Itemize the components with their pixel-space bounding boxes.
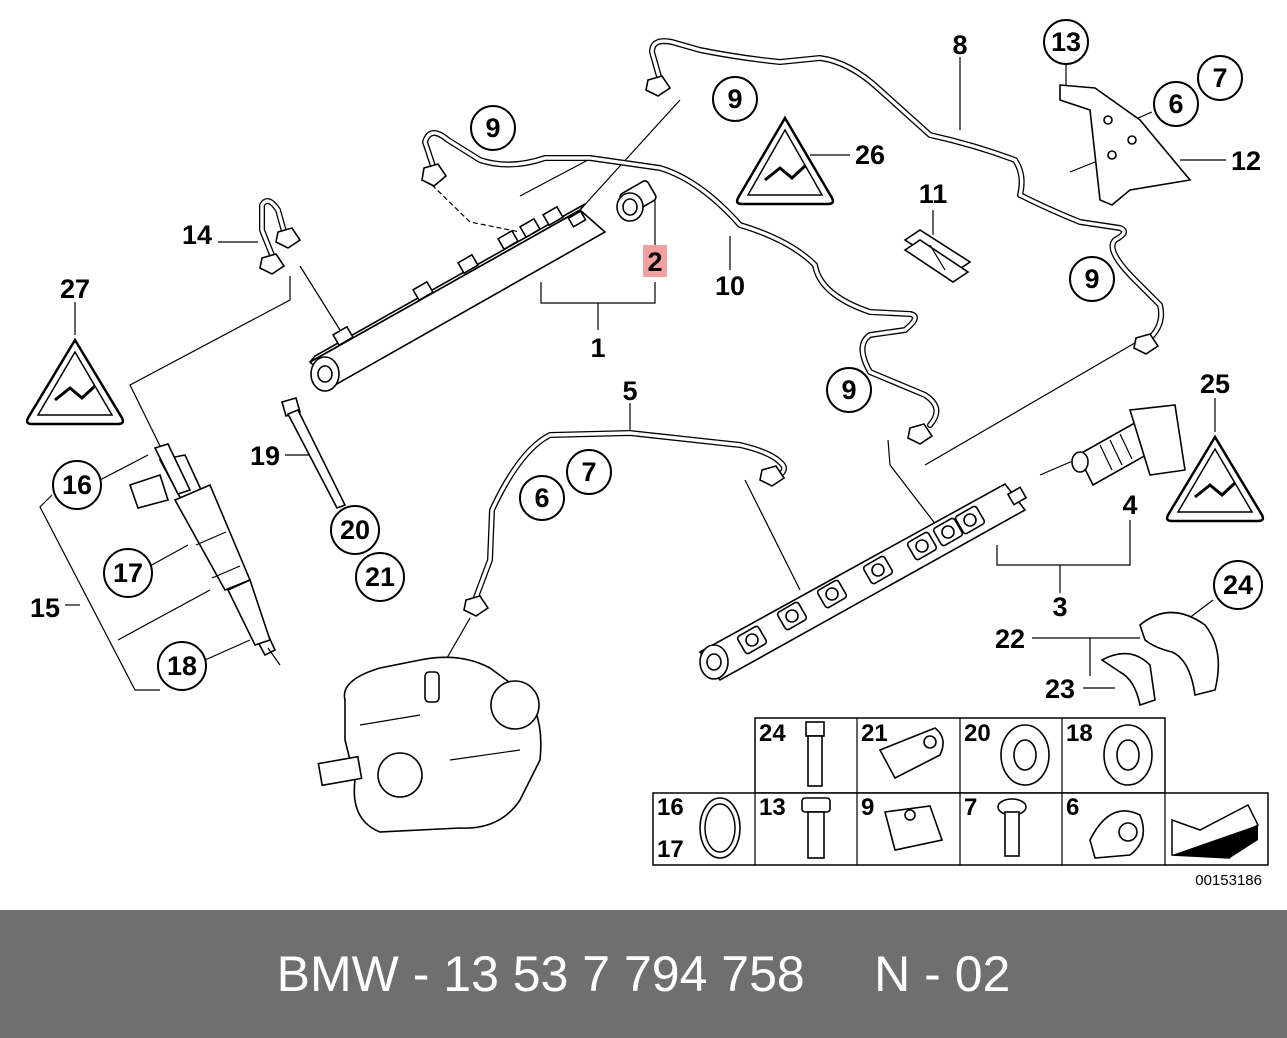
bolt-part-19	[281, 397, 347, 509]
label-13: 13	[1051, 27, 1081, 57]
fuel-rail-upper	[308, 203, 607, 392]
label-24: 24	[1223, 570, 1253, 600]
legend-label-17: 17	[657, 836, 684, 863]
label-17: 17	[113, 558, 143, 588]
label-18: 18	[167, 651, 197, 681]
circled-labels: 13 7 6 9 9 9 9 7 6 16 17 18 20 21 24	[52, 19, 1263, 691]
bracket-part-12	[1059, 84, 1192, 206]
pipe-nuts	[259, 75, 1160, 617]
label-27: 27	[60, 274, 90, 304]
label-9-left: 9	[485, 113, 500, 143]
highlight-part-2	[643, 245, 667, 277]
label-12: 12	[1231, 146, 1261, 176]
legend-label-13: 13	[759, 794, 786, 821]
label-9-right: 9	[1084, 264, 1099, 294]
label-22: 22	[995, 624, 1025, 654]
pressure-plug-part-2	[616, 180, 657, 222]
fuel-rail-lower	[698, 482, 1028, 682]
o-ring-icon	[699, 797, 741, 859]
small-parts-legend: 24 21 20 18 16 17 13 9 7 6	[652, 717, 1269, 889]
label-20: 20	[340, 515, 370, 545]
label-19: 19	[250, 441, 280, 471]
label-8: 8	[952, 30, 967, 60]
part-number-caption: BMW - 13 53 7 794 758 N - 02	[276, 946, 1011, 1002]
warning-triangle-27	[25, 337, 125, 426]
warning-triangle-26	[735, 115, 835, 206]
high-pressure-pump	[317, 656, 542, 833]
label-5: 5	[622, 376, 637, 406]
legend-label-18: 18	[1066, 720, 1093, 747]
label-9-top: 9	[727, 84, 742, 114]
label-1: 1	[590, 333, 605, 363]
reference-number: 00153186	[1195, 872, 1262, 889]
legend-label-16: 16	[657, 794, 684, 821]
flange-bolt-icon	[801, 797, 831, 859]
label-7-mid: 7	[581, 457, 596, 487]
legend-label-7: 7	[964, 794, 977, 821]
footer-bar: BMW - 13 53 7 794 758 N - 02	[0, 910, 1287, 1038]
label-14: 14	[182, 220, 212, 250]
parts-diagram: 13 7 6 9 9 9 9 7 6 16 17 18 20 21 24 8 2…	[25, 19, 1269, 889]
pipe-clamp-icon	[1089, 810, 1145, 859]
label-26: 26	[855, 140, 885, 170]
label-7-top: 7	[1212, 63, 1227, 93]
label-15: 15	[30, 593, 60, 623]
label-3: 3	[1052, 592, 1067, 622]
clamp-parts-22-24	[1100, 611, 1220, 707]
injector	[128, 443, 281, 666]
label-6-mid: 6	[534, 483, 549, 513]
label-25: 25	[1200, 369, 1230, 399]
fuel-pipes	[259, 38, 1165, 603]
label-21: 21	[365, 562, 395, 592]
label-23: 23	[1045, 674, 1075, 704]
clip-part-11	[903, 229, 972, 283]
legend-label-24: 24	[759, 720, 786, 747]
arrow-icon	[1171, 803, 1260, 859]
legend-label-6: 6	[1066, 794, 1079, 821]
label-2: 2	[647, 247, 662, 277]
clip-icon	[878, 727, 944, 780]
washer-thick-icon	[1103, 724, 1153, 786]
label-10: 10	[715, 271, 745, 301]
warning-triangle-25	[1165, 434, 1265, 523]
plain-labels: 8 26 12 11 14 2 10 27 1 25 5 19 4 3 15 2…	[30, 30, 1261, 704]
bolt-icon	[805, 721, 825, 787]
label-16: 16	[62, 470, 92, 500]
label-9-mid: 9	[841, 375, 856, 405]
grommet-icon	[883, 805, 944, 851]
legend-label-20: 20	[964, 720, 991, 747]
washer-icon	[1000, 724, 1050, 786]
label-4: 4	[1122, 490, 1137, 520]
legend-label-9: 9	[861, 794, 874, 821]
screw-icon	[997, 798, 1027, 857]
legend-label-21: 21	[861, 720, 888, 747]
label-6-top: 6	[1168, 89, 1183, 119]
label-11: 11	[919, 179, 948, 209]
pressure-sensor-part-4	[1071, 404, 1186, 487]
